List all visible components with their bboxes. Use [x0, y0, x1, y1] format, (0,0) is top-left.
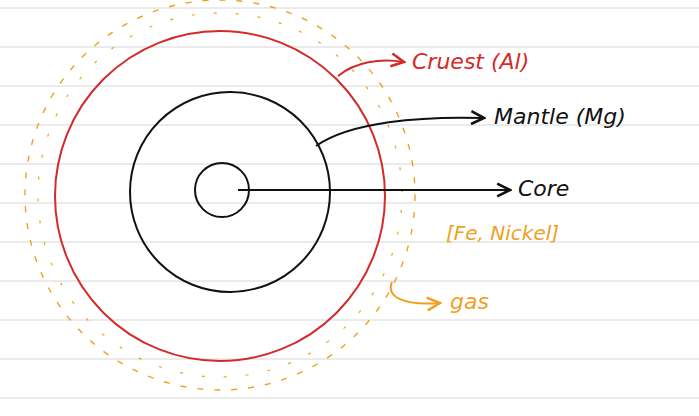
leader-arrow — [338, 61, 404, 76]
core-label: Core — [518, 177, 569, 201]
mantle-label: Mantle (Mg) — [494, 105, 626, 129]
gas-label: gas — [450, 290, 489, 314]
crust-label: Cruest (Al) — [412, 50, 529, 74]
notebook-lines — [0, 8, 699, 398]
crust-circle — [55, 31, 385, 361]
leader-arrow — [316, 118, 484, 146]
leader-arrow — [391, 282, 440, 304]
mantle-circle — [130, 92, 330, 292]
core-metals-label: [Fe, Nickel] — [446, 222, 559, 244]
gas-ring — [25, 0, 415, 390]
leader-arrow — [238, 189, 510, 191]
gas-ring — [38, 13, 402, 377]
